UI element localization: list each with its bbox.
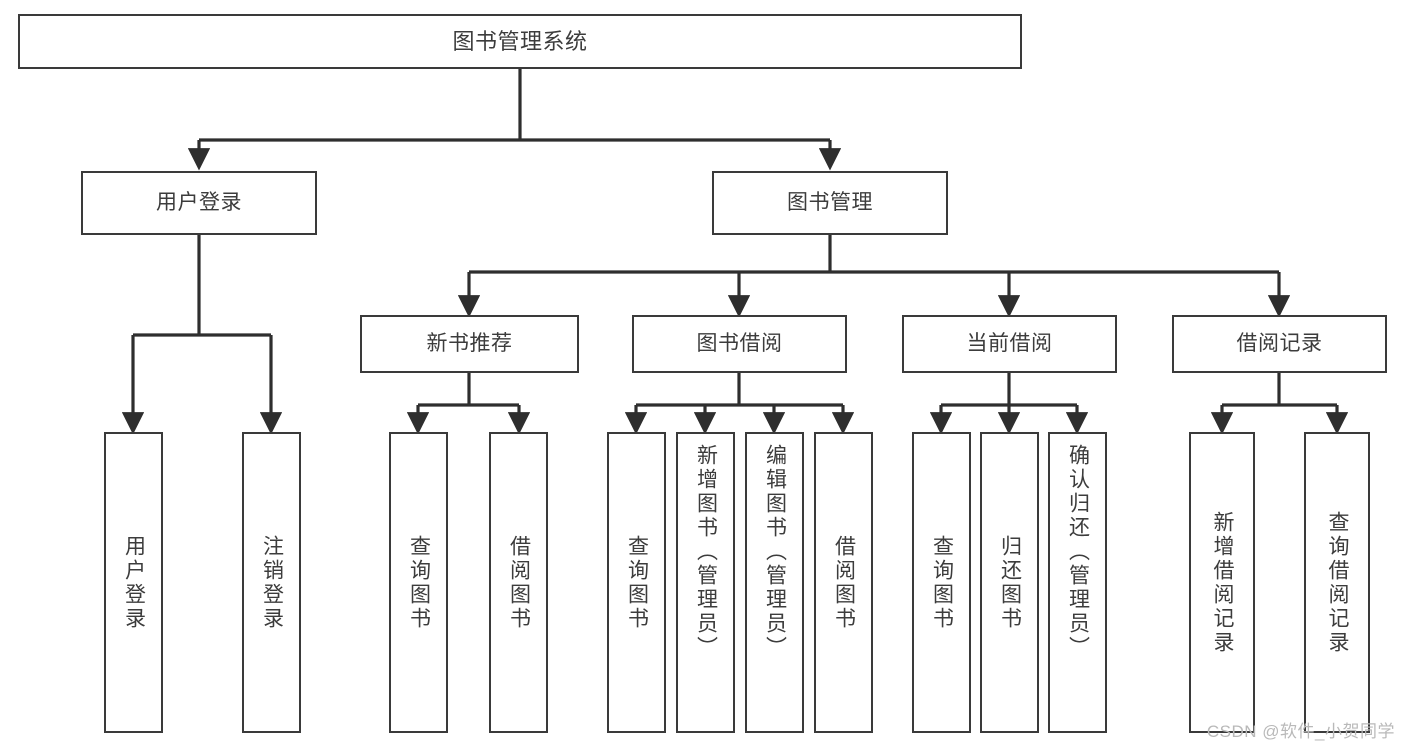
node-label: 借阅图书: [507, 534, 531, 631]
node-label: 新书推荐: [426, 332, 513, 355]
leaf-borrow-book-recommend[interactable]: 借阅图书: [489, 432, 548, 733]
node-label: 确认归还（管理员）: [1066, 444, 1090, 660]
leaf-add-book-admin[interactable]: 新增图书（管理员）: [676, 432, 735, 733]
node-label: 查询图书: [407, 534, 431, 631]
node-label: 图书借阅: [696, 332, 783, 355]
node-label: 查询图书: [625, 534, 649, 631]
leaf-query-book-current[interactable]: 查询图书: [912, 432, 971, 733]
csdn-watermark: CSDN @软件_小贺同学: [1206, 722, 1395, 741]
leaf-borrow-book[interactable]: 借阅图书: [814, 432, 873, 733]
node-label: 借阅记录: [1236, 332, 1323, 355]
node-book-management[interactable]: 图书管理: [712, 171, 948, 235]
leaf-query-book-borrow[interactable]: 查询图书: [607, 432, 666, 733]
leaf-edit-book-admin[interactable]: 编辑图书（管理员）: [745, 432, 804, 733]
node-root-system[interactable]: 图书管理系统: [18, 14, 1022, 69]
node-book-borrow[interactable]: 图书借阅: [632, 315, 847, 373]
node-label: 编辑图书（管理员）: [763, 444, 787, 660]
node-label: 查询借阅记录: [1326, 510, 1349, 655]
leaf-confirm-return-admin[interactable]: 确认归还（管理员）: [1048, 432, 1107, 733]
leaf-add-borrow-record[interactable]: 新增借阅记录: [1189, 432, 1255, 733]
leaf-user-logout[interactable]: 注销登录: [242, 432, 301, 733]
node-label: 查询图书: [930, 534, 954, 631]
leaf-user-login[interactable]: 用户登录: [104, 432, 163, 733]
node-label: 图书管理: [787, 191, 873, 214]
node-label: 用户登录: [156, 191, 242, 214]
node-label: 用户登录: [122, 534, 146, 631]
node-label: 图书管理系统: [452, 28, 588, 54]
node-label: 借阅图书: [832, 534, 856, 631]
node-label: 当前借阅: [966, 332, 1053, 355]
node-label: 新增借阅记录: [1211, 510, 1234, 655]
leaf-return-book[interactable]: 归还图书: [980, 432, 1039, 733]
node-user-login[interactable]: 用户登录: [81, 171, 317, 235]
node-borrow-record[interactable]: 借阅记录: [1172, 315, 1387, 373]
node-label: 归还图书: [998, 534, 1022, 631]
leaf-query-book-recommend[interactable]: 查询图书: [389, 432, 448, 733]
node-current-borrow[interactable]: 当前借阅: [902, 315, 1117, 373]
node-new-book-recommend[interactable]: 新书推荐: [360, 315, 579, 373]
node-label: 新增图书（管理员）: [694, 444, 718, 660]
node-label: 注销登录: [260, 534, 284, 631]
leaf-query-borrow-record[interactable]: 查询借阅记录: [1304, 432, 1370, 733]
